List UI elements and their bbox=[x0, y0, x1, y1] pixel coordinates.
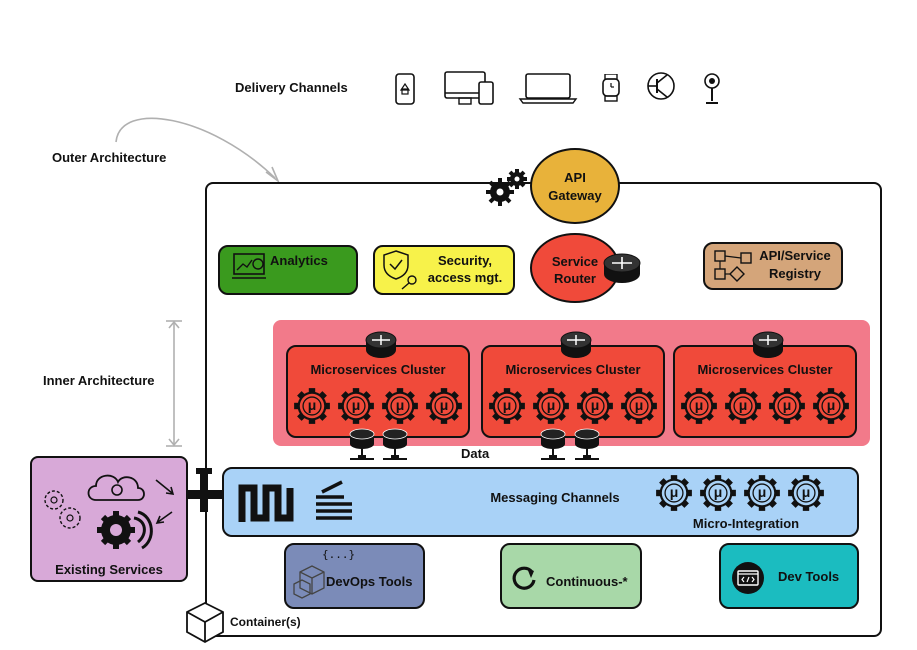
micro-symbol: μ bbox=[439, 397, 449, 413]
registry-box bbox=[703, 242, 843, 290]
database-server-icon bbox=[347, 428, 377, 464]
microservice-gear-icon bbox=[424, 386, 464, 426]
inner-architecture-bracket bbox=[166, 320, 182, 447]
api-gateway-line1: API bbox=[564, 170, 586, 185]
microservice-gear-icon bbox=[336, 386, 376, 426]
code-editor-icon bbox=[732, 562, 764, 594]
microservice-gear-icon bbox=[679, 386, 719, 426]
microservices-cluster bbox=[481, 345, 665, 438]
microservice-gear-icon bbox=[531, 386, 571, 426]
security-line2: access mgt. bbox=[427, 270, 503, 285]
micro-integration-gear-icon bbox=[654, 473, 694, 513]
cluster-title: Microservices Cluster bbox=[310, 362, 446, 377]
service-router-line2: Router bbox=[554, 271, 596, 286]
registry-icon bbox=[714, 250, 752, 282]
refresh-icon bbox=[512, 566, 536, 590]
inner-architecture-label: Inner Architecture bbox=[43, 373, 155, 388]
outer-architecture-label: Outer Architecture bbox=[52, 150, 167, 165]
microservices-cluster bbox=[673, 345, 857, 438]
microservice-gear-icon bbox=[619, 386, 659, 426]
microservices-cluster bbox=[286, 345, 470, 438]
existing-services-icon bbox=[44, 474, 175, 550]
microservice-gear-icon bbox=[380, 386, 420, 426]
container-icon bbox=[186, 601, 224, 644]
analytics-label: Analytics bbox=[270, 253, 328, 268]
microservice-gear-icon bbox=[575, 386, 615, 426]
devops-tools-label: DevOps Tools bbox=[326, 574, 413, 589]
cluster-title: Microservices Cluster bbox=[505, 362, 641, 377]
micro-symbol: μ bbox=[590, 397, 600, 413]
micro-symbol: μ bbox=[738, 397, 748, 413]
devops-snippet: {...} bbox=[322, 548, 356, 561]
delivery-channels-label: Delivery Channels bbox=[235, 80, 348, 95]
router-icon bbox=[751, 330, 785, 360]
cluster-title: Microservices Cluster bbox=[697, 362, 833, 377]
data-label: Data bbox=[461, 446, 490, 461]
continuous-label: Continuous-* bbox=[546, 574, 628, 589]
micro-integration-label: Micro-Integration bbox=[692, 516, 800, 531]
shield-icon bbox=[383, 250, 417, 290]
micro-integration-gear-icon bbox=[742, 473, 782, 513]
smartwatch-icon bbox=[600, 74, 622, 102]
database-server-icon bbox=[380, 428, 410, 464]
micro-symbol: μ bbox=[307, 397, 317, 413]
laptop-icon bbox=[518, 72, 578, 104]
router-icon bbox=[364, 330, 398, 360]
pipes-icon bbox=[238, 484, 294, 522]
container-label: Container(s) bbox=[230, 615, 301, 629]
existing-services-label: Existing Services bbox=[55, 562, 163, 577]
registry-line1: API/Service bbox=[759, 248, 831, 263]
micro-integration-gear-icon bbox=[786, 473, 826, 513]
smartphone-icon bbox=[393, 72, 417, 106]
micro-symbol: μ bbox=[502, 397, 512, 413]
database-server-icon bbox=[538, 428, 568, 464]
micro-symbol: μ bbox=[634, 397, 644, 413]
micro-symbol: μ bbox=[713, 484, 723, 500]
micro-symbol: μ bbox=[757, 484, 767, 500]
gears-icon bbox=[486, 169, 527, 206]
micro-symbol: μ bbox=[669, 484, 679, 500]
database-server-icon bbox=[572, 428, 602, 464]
security-box bbox=[373, 245, 515, 295]
outer-architecture-arrow bbox=[115, 117, 280, 184]
stack-icon bbox=[316, 480, 352, 520]
pipe-connector bbox=[188, 468, 224, 512]
micro-symbol: μ bbox=[694, 397, 704, 413]
micro-symbol: μ bbox=[782, 397, 792, 413]
continuous-box bbox=[500, 543, 642, 609]
iot-sensor-icon bbox=[702, 72, 722, 106]
api-gateway bbox=[530, 148, 620, 224]
transistor-icon bbox=[645, 70, 677, 102]
micro-symbol: μ bbox=[546, 397, 556, 413]
service-router-line1: Service bbox=[551, 254, 599, 269]
microservice-gear-icon bbox=[767, 386, 807, 426]
micro-symbol: μ bbox=[351, 397, 361, 413]
router-icon bbox=[559, 330, 593, 360]
microservice-gear-icon bbox=[723, 386, 763, 426]
analytics-icon bbox=[232, 253, 266, 279]
service-router bbox=[530, 233, 620, 303]
desktop-tablet-icon bbox=[443, 70, 497, 108]
microservice-gear-icon bbox=[292, 386, 332, 426]
cubes-icon bbox=[293, 565, 325, 599]
security-line1: Security, bbox=[438, 253, 492, 268]
micro-symbol: μ bbox=[395, 397, 405, 413]
messaging-title: Messaging Channels bbox=[490, 490, 620, 505]
api-gateway-line2: Gateway bbox=[548, 188, 602, 203]
dev-tools-label: Dev Tools bbox=[778, 569, 840, 584]
microservice-gear-icon bbox=[811, 386, 851, 426]
micro-symbol: μ bbox=[801, 484, 811, 500]
registry-line2: Registry bbox=[768, 266, 822, 281]
micro-symbol: μ bbox=[826, 397, 836, 413]
microservice-gear-icon bbox=[487, 386, 527, 426]
micro-integration-gear-icon bbox=[698, 473, 738, 513]
router-icon bbox=[603, 253, 641, 283]
